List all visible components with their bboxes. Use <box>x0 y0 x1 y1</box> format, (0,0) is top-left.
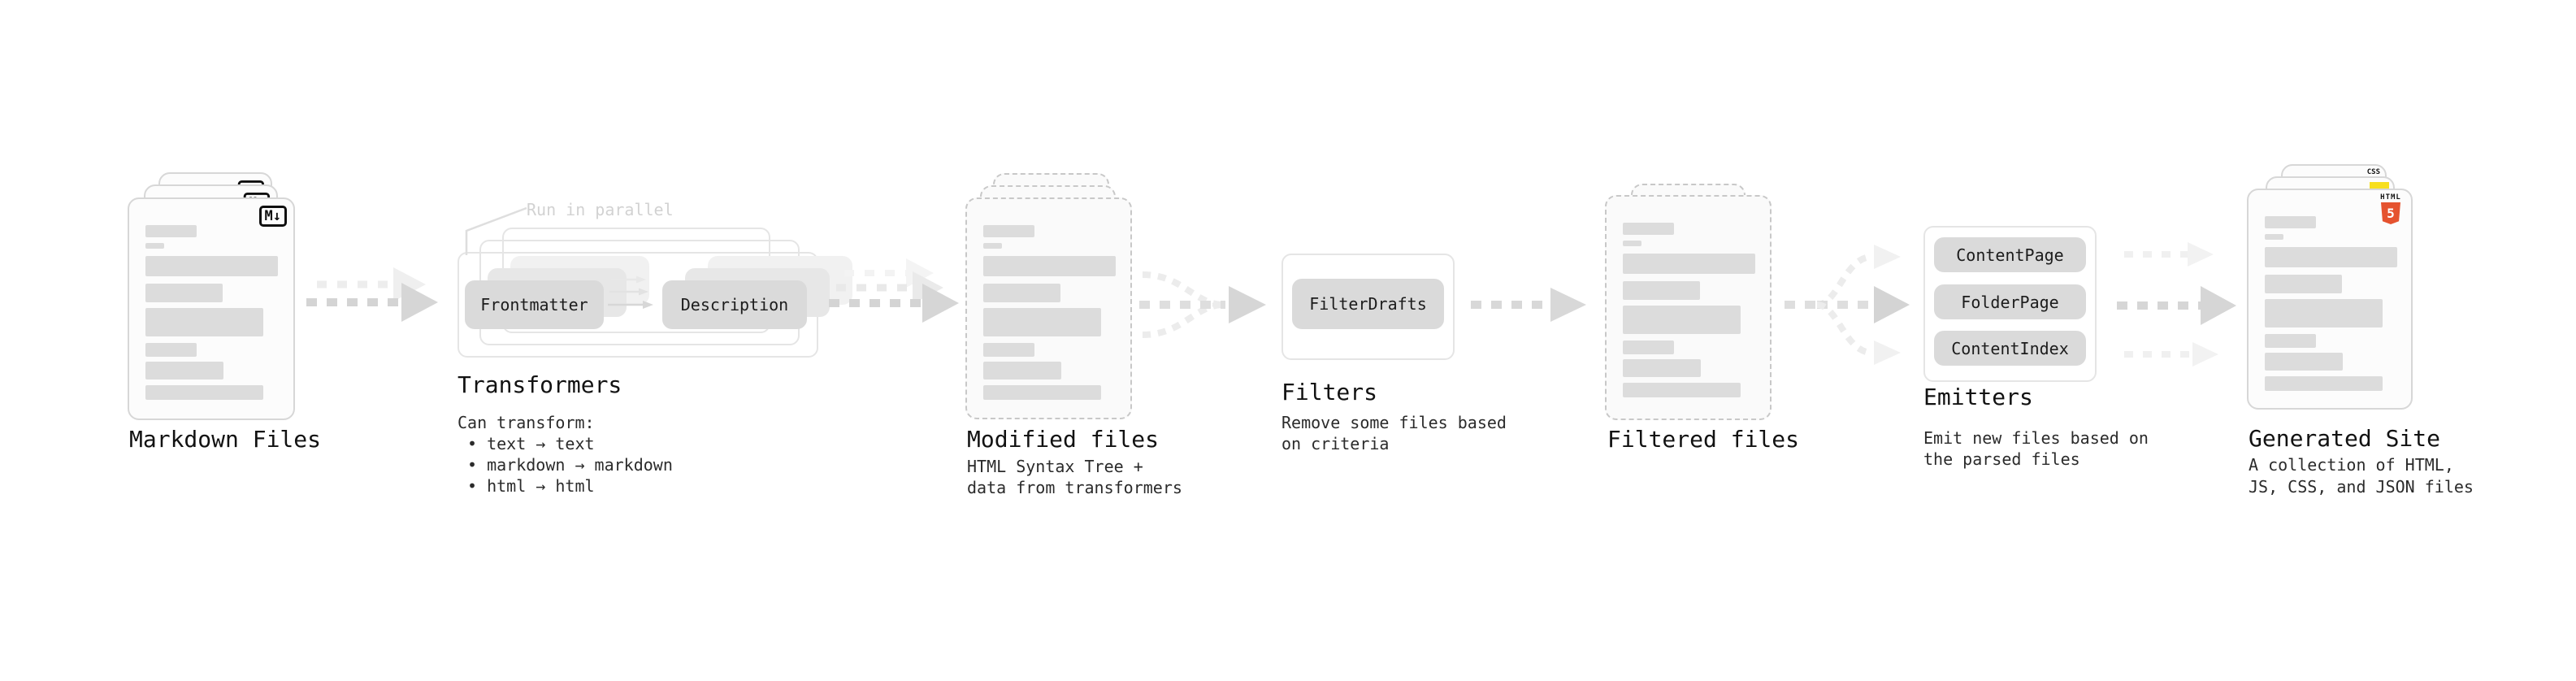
pill-arrows-icon <box>608 275 653 309</box>
stage-label: Modified files <box>967 426 1160 453</box>
stage-caption: Can transform: <box>458 413 595 432</box>
text-line-placeholder <box>2265 234 2283 240</box>
text-line-placeholder <box>1623 241 1641 246</box>
text-line-placeholder <box>145 385 263 400</box>
arrow-filters-to-filtered-icon <box>1471 288 1586 322</box>
emitter-contentindex-pill: ContentIndex <box>1934 331 2086 366</box>
text-line-placeholder <box>983 284 1060 302</box>
html5-icon-word: HTML <box>2380 193 2401 202</box>
text-line-placeholder <box>2265 376 2383 391</box>
text-line-placeholder <box>983 343 1034 357</box>
text-line-placeholder <box>145 308 263 336</box>
text-line-placeholder <box>2265 353 2343 371</box>
stage-label: Filtered files <box>1607 426 1800 453</box>
bullet-item: • text → text <box>467 434 595 453</box>
text-line-placeholder <box>983 308 1101 336</box>
arrow-emitters-to-site-icon <box>2117 242 2236 367</box>
html5-icon-shield: 5 <box>2381 202 2400 224</box>
stage-caption: A collection of HTML, <box>2249 455 2454 475</box>
stage-title: Transformers <box>458 371 622 398</box>
emitter-folderpage-pill: FolderPage <box>1934 284 2086 319</box>
text-line-placeholder <box>145 284 223 302</box>
stage-caption: HTML Syntax Tree + <box>967 457 1143 476</box>
arrow-transformers-to-modified-icon <box>829 258 959 323</box>
arrow-modified-to-filters-icon <box>1139 271 1266 338</box>
text-line-placeholder <box>1623 254 1755 274</box>
text-line-placeholder <box>1623 340 1674 354</box>
text-line-placeholder <box>1623 281 1700 300</box>
text-line-placeholder <box>145 243 164 249</box>
bullet-item: • html → html <box>467 476 595 496</box>
stage-caption: JS, CSS, and JSON files <box>2249 477 2474 497</box>
text-line-placeholder <box>1623 359 1701 377</box>
text-line-placeholder <box>2265 247 2397 267</box>
stage-title: Emitters <box>1923 384 2033 410</box>
text-line-placeholder <box>983 362 1061 380</box>
text-line-placeholder <box>983 243 1002 249</box>
arrow-filtered-to-emitters-icon <box>1785 245 1910 365</box>
transformer-frontmatter-pill: Frontmatter <box>465 280 604 329</box>
annotation-connector-icon <box>465 206 527 255</box>
transformer-description-pill: Description <box>662 280 807 329</box>
text-line-placeholder <box>145 362 223 380</box>
text-line-placeholder <box>1623 223 1674 235</box>
text-line-placeholder <box>145 256 278 276</box>
stage-title: Filters <box>1281 379 1378 406</box>
run-in-parallel-note: Run in parallel <box>527 200 674 219</box>
file-card <box>1605 195 1772 420</box>
emitter-contentpage-pill: ContentPage <box>1934 237 2086 272</box>
markdown-icon: M↓ <box>258 206 287 227</box>
text-line-placeholder <box>1623 306 1741 334</box>
text-line-placeholder <box>145 225 197 237</box>
stage-caption: Remove some files based <box>1281 413 1507 432</box>
html5-icon: HTML 5 <box>2380 193 2401 224</box>
text-line-placeholder <box>2265 299 2383 327</box>
stage-caption: data from transformers <box>967 478 1182 497</box>
stage-label: Generated Site <box>2249 425 2441 452</box>
stage-caption: on criteria <box>1281 434 1390 453</box>
stage-caption: the parsed files <box>1923 449 2080 469</box>
arrow-markdown-to-transformers-icon <box>306 267 438 322</box>
text-line-placeholder <box>983 385 1101 400</box>
text-line-placeholder <box>983 225 1034 237</box>
filter-drafts-pill: FilterDrafts <box>1292 279 1444 329</box>
text-line-placeholder <box>983 256 1116 276</box>
text-line-placeholder <box>145 343 197 357</box>
file-card <box>965 197 1132 419</box>
text-line-placeholder <box>2265 334 2316 348</box>
stage-caption: Emit new files based on <box>1923 428 2149 448</box>
text-line-placeholder <box>2265 275 2342 293</box>
bullet-item: • markdown → markdown <box>467 455 673 475</box>
text-line-placeholder <box>2265 216 2316 228</box>
text-line-placeholder <box>1623 383 1741 397</box>
file-card: HTML 5 <box>2247 189 2413 410</box>
stage-label: Markdown Files <box>129 426 322 453</box>
file-card: M↓ <box>128 197 295 420</box>
